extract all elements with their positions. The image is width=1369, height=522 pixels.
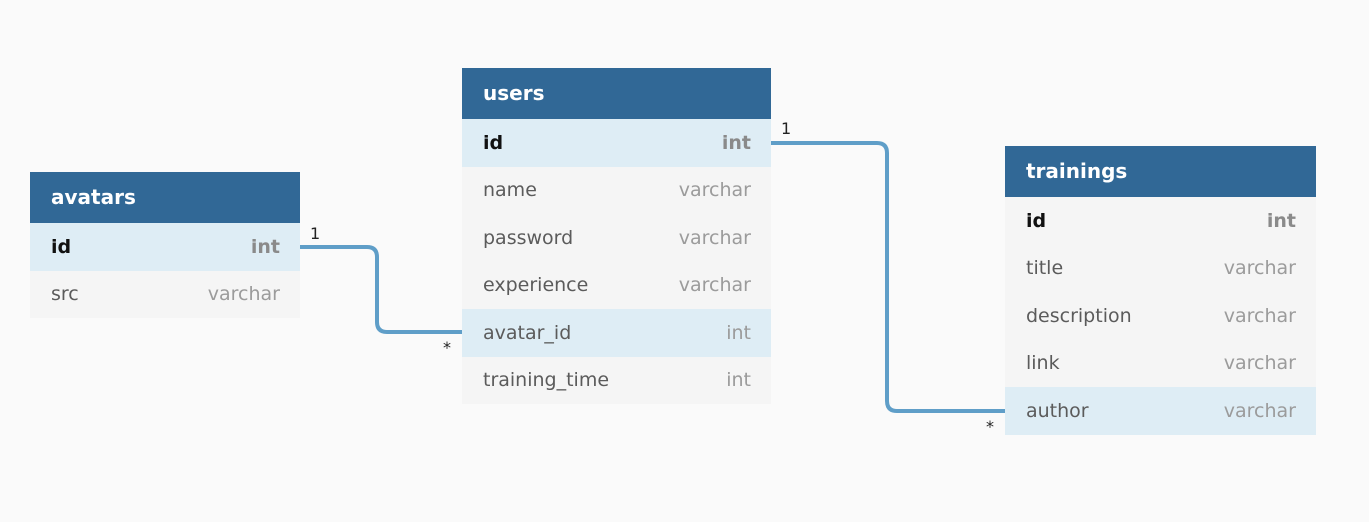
column-type: int xyxy=(1266,209,1296,232)
table-avatars[interactable]: avatars id int src varchar xyxy=(30,172,300,318)
column-type: varchar xyxy=(1223,352,1296,375)
table-row[interactable]: training_time int xyxy=(462,356,771,404)
column-type: int xyxy=(726,321,751,344)
relation-avatars-users-line[interactable] xyxy=(300,245,462,334)
column-name: experience xyxy=(483,274,589,297)
table-row[interactable]: name varchar xyxy=(462,166,771,214)
column-type: varchar xyxy=(1223,304,1296,327)
table-row[interactable]: password varchar xyxy=(462,214,771,262)
column-name: password xyxy=(483,226,574,249)
cardinality-many-label: * xyxy=(986,417,994,436)
table-row[interactable]: title varchar xyxy=(1005,244,1316,292)
column-name: src xyxy=(51,283,79,306)
table-header-users[interactable]: users xyxy=(462,68,771,119)
table-row[interactable]: author varchar xyxy=(1005,387,1316,435)
column-type: int xyxy=(250,235,280,258)
column-name: training_time xyxy=(483,369,610,392)
column-name: avatar_id xyxy=(483,321,572,344)
column-type: varchar xyxy=(1223,399,1296,422)
column-name: name xyxy=(483,179,537,202)
cardinality-many-label: * xyxy=(443,338,451,357)
table-row[interactable]: avatar_id int xyxy=(462,309,771,357)
table-row[interactable]: link varchar xyxy=(1005,339,1316,387)
column-type: varchar xyxy=(207,283,280,306)
relation-users-trainings-line[interactable] xyxy=(771,141,1005,413)
column-type: varchar xyxy=(1223,257,1296,280)
table-header-trainings[interactable]: trainings xyxy=(1005,146,1316,197)
column-name: title xyxy=(1026,257,1064,280)
table-trainings[interactable]: trainings id int title varchar descripti… xyxy=(1005,146,1316,435)
table-row[interactable]: description varchar xyxy=(1005,292,1316,340)
column-type: varchar xyxy=(678,274,751,297)
table-header-avatars[interactable]: avatars xyxy=(30,172,300,223)
column-name: id xyxy=(483,131,504,154)
column-name: link xyxy=(1026,352,1060,375)
column-name: author xyxy=(1026,399,1089,422)
column-type: varchar xyxy=(678,179,751,202)
table-row[interactable]: src varchar xyxy=(30,270,300,318)
column-type: int xyxy=(721,131,751,154)
column-name: id xyxy=(1026,209,1047,232)
cardinality-one-label: 1 xyxy=(310,224,321,243)
column-name: id xyxy=(51,235,72,258)
table-users[interactable]: users id int name varchar password varch… xyxy=(462,68,771,404)
column-name: description xyxy=(1026,304,1132,327)
table-row[interactable]: id int xyxy=(1005,197,1316,245)
table-row[interactable]: id int xyxy=(462,119,771,167)
cardinality-one-label: 1 xyxy=(781,119,792,138)
table-row[interactable]: id int xyxy=(30,223,300,271)
column-type: int xyxy=(726,369,751,392)
table-row[interactable]: experience varchar xyxy=(462,261,771,309)
column-type: varchar xyxy=(678,226,751,249)
